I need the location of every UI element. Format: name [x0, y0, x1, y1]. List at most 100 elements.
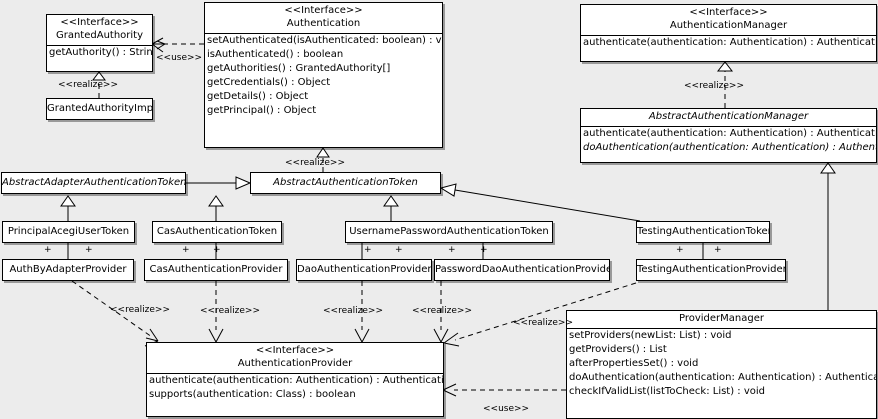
operations-compartment: authenticate(authentication: Authenticat… [147, 374, 443, 402]
edge-generalize-usernamepasswordtoken [383, 195, 399, 221]
class-name: DaoAuthenticationProvider [297, 264, 432, 275]
edge-generalize-casauthenticationtoken [208, 195, 224, 221]
class-header: <<Interface>> Authentication [205, 3, 442, 33]
class-name: Authentication [286, 18, 361, 29]
multiplicity-testing-right: + [714, 245, 722, 255]
stereotype-label: <<Interface>> [60, 17, 139, 28]
class-abstract-authentication-token[interactable]: AbstractAuthenticationToken [250, 172, 441, 194]
edge-label-realize-testing-provider: <<realize>> [513, 318, 573, 328]
class-name: ProviderManager [678, 313, 764, 324]
class-password-dao-authentication-provider[interactable]: PasswordDaoAuthenticationProvider [434, 259, 610, 281]
class-header: ProviderManager [567, 311, 876, 328]
class-name: PrincipalAcegiUserToken [7, 226, 130, 237]
class-username-password-authentication-token[interactable]: UsernamePasswordAuthenticationToken [345, 221, 553, 243]
multiplicity-upat-right: + [395, 245, 403, 255]
operation-abstract: doAuthentication(authentication: Authent… [583, 142, 877, 153]
edge-label-use-provider-manager: <<use>> [483, 404, 530, 414]
class-name: AbstractAdapterAuthenticationToken [2, 177, 186, 188]
compartment-divider [47, 45, 152, 46]
compartment-divider [581, 35, 876, 36]
multiplicity-cas-right: + [213, 245, 221, 255]
edge-label-realize-dao-provider: <<realize>> [323, 306, 383, 316]
operation: authenticate(authentication: Authenticat… [149, 375, 444, 386]
edge-use-authentication-grantedauthority [151, 37, 204, 53]
operation: getAuthority() : String [49, 47, 153, 58]
edge-label-realize-abstract-auth-manager: <<realize>> [684, 81, 744, 91]
edge-generalize-abstractadaptertoken [186, 176, 252, 190]
class-authentication-provider[interactable]: <<Interface>> AuthenticationProvider aut… [146, 342, 444, 417]
class-provider-manager[interactable]: ProviderManager setProviders(newList: Li… [566, 310, 877, 419]
class-authentication[interactable]: <<Interface>> Authentication setAuthenti… [204, 2, 443, 148]
multiplicity-testing-left: + [676, 245, 684, 255]
operation: authenticate(authentication: Authenticat… [583, 128, 877, 139]
operation: getAuthorities() : GrantedAuthority[] [207, 63, 391, 74]
class-header: <<Interface>> GrantedAuthority [47, 15, 152, 45]
class-name: GrantedAuthority [55, 30, 144, 41]
multiplicity-principal-right: + [85, 245, 93, 255]
class-name: TestingAuthenticationToken [637, 226, 770, 237]
edge-label-realize-abstract-auth-token: <<realize>> [285, 158, 345, 168]
class-dao-authentication-provider[interactable]: DaoAuthenticationProvider [296, 259, 432, 281]
multiplicity-principal-left: + [44, 245, 52, 255]
compartment-divider [567, 328, 876, 329]
class-auth-by-adapter-provider[interactable]: AuthByAdapterProvider [2, 259, 134, 281]
operations-compartment: getAuthority() : String [47, 46, 152, 60]
class-header: <<Interface>> AuthenticationManager [581, 5, 876, 35]
class-cas-authentication-token[interactable]: CasAuthenticationToken [152, 221, 282, 243]
stereotype-label: <<Interface>> [255, 345, 335, 356]
class-name: AuthByAdapterProvider [9, 264, 127, 275]
class-granted-authority[interactable]: <<Interface>> GrantedAuthority getAuthor… [46, 14, 153, 72]
edge-generalize-providermanager [820, 162, 836, 310]
operations-compartment: setProviders(newList: List) : void getPr… [567, 329, 876, 399]
operation: getCredentials() : Object [207, 77, 331, 88]
class-name: UsernamePasswordAuthenticationToken [349, 226, 549, 237]
operation: getPrincipal() : Object [207, 105, 317, 116]
class-name: TestingAuthenticationProvider [637, 264, 786, 275]
operation: supports(authentication: Class) : boolea… [149, 389, 356, 400]
edge-generalize-testingauthenticationtoken [439, 183, 641, 222]
edge-label-realize-password-dao-provider: <<realize>> [412, 306, 472, 316]
class-name: AbstractAuthenticationManager [648, 111, 809, 122]
class-name: CasAuthenticationProvider [149, 264, 283, 275]
operations-compartment: authenticate(authentication: Authenticat… [581, 36, 876, 50]
class-header: AbstractAuthenticationManager [581, 109, 876, 126]
edge-generalize-principalacegiusertoken [60, 195, 76, 221]
operation: getProviders() : List [569, 344, 667, 355]
class-testing-authentication-token[interactable]: TestingAuthenticationToken [636, 221, 770, 243]
class-testing-authentication-provider[interactable]: TestingAuthenticationProvider [636, 259, 786, 281]
class-authentication-manager[interactable]: <<Interface>> AuthenticationManager auth… [580, 4, 877, 62]
class-name: AbstractAuthenticationToken [273, 177, 418, 188]
compartment-divider [581, 126, 876, 127]
multiplicity-upat-right2: + [480, 245, 488, 255]
compartment-divider [147, 373, 443, 374]
compartment-divider [205, 33, 442, 34]
class-name: AuthenticationProvider [237, 358, 353, 369]
operation: isAuthenticated() : boolean [207, 49, 344, 60]
class-name: CasAuthenticationToken [156, 226, 278, 237]
operations-compartment: setAuthenticated(isAuthenticated: boolea… [205, 34, 442, 118]
operations-compartment: authenticate(authentication: Authenticat… [581, 127, 876, 155]
class-abstract-adapter-authentication-token[interactable]: AbstractAdapterAuthenticationToken [1, 172, 186, 194]
class-name: AuthenticationManager [669, 20, 788, 31]
multiplicity-upat-left2: + [448, 245, 456, 255]
class-cas-authentication-provider[interactable]: CasAuthenticationProvider [144, 259, 288, 281]
class-principal-acegi-user-token[interactable]: PrincipalAcegiUserToken [2, 221, 135, 243]
operation: setProviders(newList: List) : void [569, 330, 732, 341]
class-granted-authority-impl[interactable]: GrantedAuthorityImpl [46, 98, 153, 120]
edge-use-providermanager-authenticationprovider [442, 383, 566, 397]
class-name: PasswordDaoAuthenticationProvider [435, 264, 610, 275]
edge-label-realize-cas-provider: <<realize>> [200, 306, 260, 316]
stereotype-label: <<Interface>> [689, 7, 768, 18]
multiplicity-upat-left: + [364, 245, 372, 255]
operation: authenticate(authentication: Authenticat… [583, 37, 877, 48]
stereotype-label: <<Interface>> [284, 5, 363, 16]
operation: afterPropertiesSet() : void [569, 358, 699, 369]
edge-label-use-granted-authority: <<use>> [156, 53, 203, 63]
operation: setAuthenticated(isAuthenticated: boolea… [207, 35, 443, 46]
class-name: GrantedAuthorityImpl [47, 103, 153, 114]
operation: doAuthentication(authentication: Authent… [569, 372, 877, 383]
operation: checkIfValidList(listToCheck: List) : vo… [569, 386, 766, 397]
multiplicity-cas-left: + [182, 245, 190, 255]
class-abstract-authentication-manager[interactable]: AbstractAuthenticationManager authentica… [580, 108, 877, 163]
